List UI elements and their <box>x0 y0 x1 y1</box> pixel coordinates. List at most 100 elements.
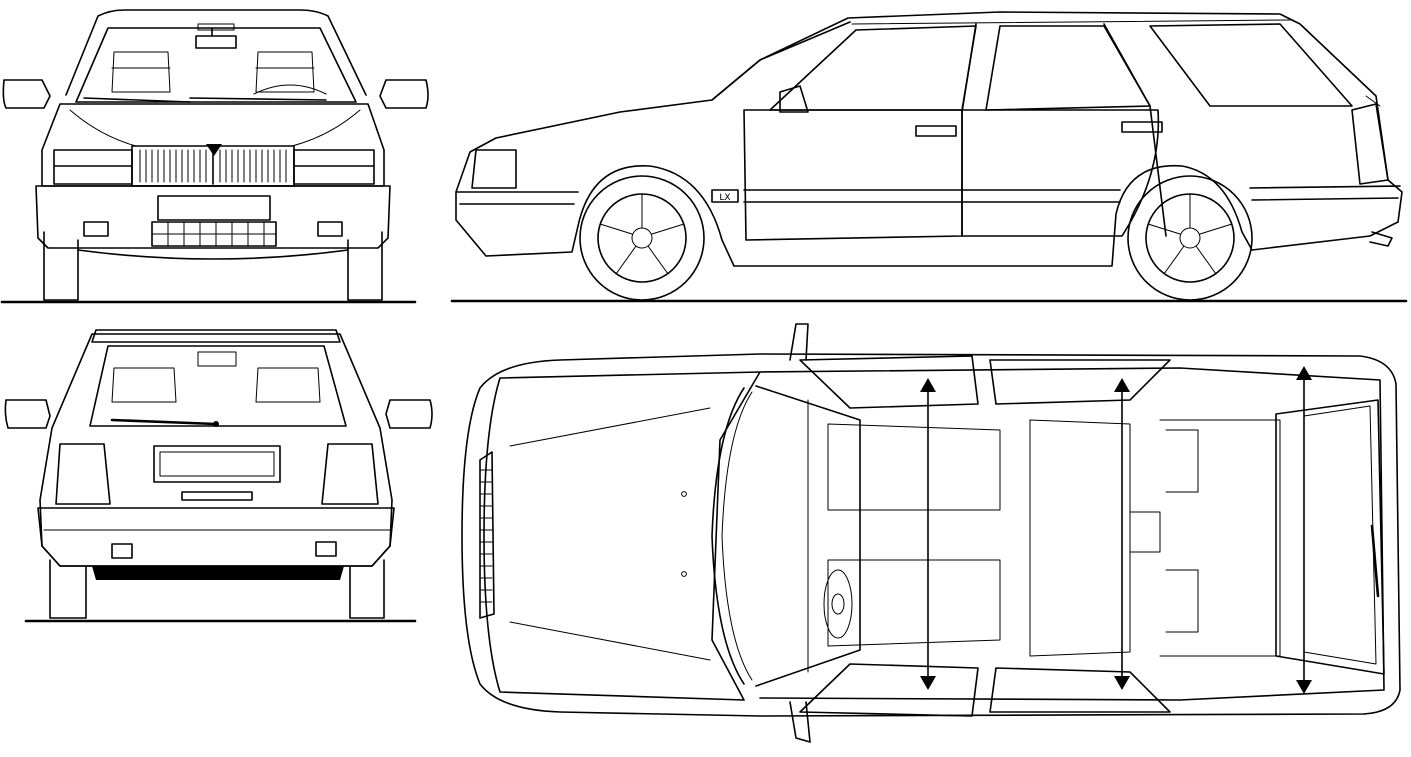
front-door-handle <box>915 125 957 137</box>
windscreen-line <box>711 21 851 101</box>
left-front-tire <box>43 231 79 301</box>
rear-underbody <box>92 566 344 580</box>
washer-jet-upper <box>681 491 687 497</box>
rear-window-top <box>1303 405 1377 665</box>
side-rubbing-strip <box>743 189 1121 203</box>
rear-view <box>4 329 433 623</box>
cargo-trim-lower <box>1165 569 1199 633</box>
front-door <box>743 109 963 241</box>
right-side-mirror <box>385 399 433 429</box>
right-side-mirror <box>379 79 429 109</box>
cowl-vent-inner <box>721 391 753 681</box>
c-pillar <box>1103 23 1167 237</box>
rear-plate-inner <box>159 451 275 477</box>
grille-teeth <box>479 469 493 603</box>
tailgate-top <box>1275 399 1385 675</box>
side-emblem-text: LX <box>719 193 730 203</box>
cowl-vent <box>711 387 745 685</box>
cargo-trim-upper <box>1165 429 1199 493</box>
rear-seat-belt-upper <box>1129 511 1161 553</box>
grille-shield-badge <box>206 144 222 156</box>
tailgate <box>1351 103 1389 185</box>
right-wiper <box>189 97 327 101</box>
washer-jet-lower <box>681 571 687 577</box>
left-rear-door-top <box>989 359 1171 405</box>
right-headrest <box>255 51 315 93</box>
front-wheel <box>579 175 705 301</box>
side-mirror <box>779 85 809 113</box>
cargo-width-dimension <box>1296 366 1312 694</box>
bonnet-crease-top <box>509 407 711 447</box>
left-mirror-top <box>789 323 809 361</box>
bonnet-crease-right <box>291 109 361 147</box>
front-seat-upper <box>827 423 1001 511</box>
tailgate-handle <box>181 491 253 501</box>
front-roof-outline <box>65 9 367 96</box>
right-tail-light <box>321 443 379 505</box>
rear-quarter-window <box>1149 23 1353 107</box>
exhaust-tip <box>111 543 133 559</box>
front-number-plate <box>157 195 271 221</box>
right-rear-tire <box>349 559 385 619</box>
front-headlamp-side <box>471 149 517 189</box>
mirror-mount <box>197 23 235 31</box>
front-side-strip <box>455 191 579 205</box>
steering-wheel <box>253 84 327 95</box>
bonnet-crease-left <box>69 109 137 147</box>
rear-wiper-pivot <box>213 421 219 427</box>
left-rear-tire <box>49 559 87 619</box>
left-side-mirror <box>2 79 51 109</box>
rear-wheel <box>1127 175 1253 301</box>
left-wiper <box>83 97 191 103</box>
front-track-dimension <box>920 378 936 690</box>
left-fog-lamp <box>83 221 109 237</box>
rear-bench <box>1029 419 1131 657</box>
right-front-door-top <box>799 663 979 717</box>
left-headrest <box>111 51 171 93</box>
roof-rail <box>851 19 1291 25</box>
rear-fog-lamp <box>315 541 337 557</box>
roof-spoiler <box>91 329 341 343</box>
front-grille-edge <box>479 451 495 619</box>
rear-wiper <box>110 418 218 426</box>
intake-slats <box>151 221 277 247</box>
side-emblem <box>711 189 739 203</box>
roof-outline <box>759 367 1385 701</box>
b-pillar <box>961 23 977 237</box>
right-mirror-top <box>789 701 811 743</box>
rear-wiper-top <box>1370 524 1380 598</box>
rear-bumper <box>37 507 395 567</box>
front-seat-lower <box>827 559 1001 647</box>
rear-door <box>961 109 1160 237</box>
side-view: LX <box>450 11 1408 303</box>
steering-wheel-top <box>823 569 853 639</box>
left-side-mirror <box>4 399 51 429</box>
right-fog-lamp <box>317 221 343 237</box>
side-body-outline <box>455 11 1403 267</box>
rear-window <box>89 345 347 427</box>
right-rear-headrest <box>255 367 321 403</box>
right-front-tire <box>347 231 383 301</box>
front-door-window <box>769 25 977 111</box>
left-tail-light <box>55 443 111 505</box>
rear-track-dimension <box>1114 378 1130 690</box>
top-body-outline <box>461 353 1401 717</box>
rear-door-handle <box>1121 121 1163 133</box>
cargo-area <box>1159 419 1281 657</box>
grille-slats <box>139 149 287 183</box>
rear-mirror-inside <box>197 351 237 367</box>
left-front-door-top <box>799 355 979 409</box>
bonnet-crease-bottom <box>509 621 711 661</box>
exhaust-pipe <box>1369 231 1393 247</box>
rear-door-window <box>985 25 1151 111</box>
windshield <box>75 27 357 103</box>
front-spoiler <box>77 249 349 260</box>
top-view <box>461 323 1401 743</box>
rear-view-mirror <box>195 27 237 49</box>
rear-wiper <box>1365 95 1381 107</box>
rear-number-plate <box>153 445 281 483</box>
right-rear-door-top <box>989 667 1171 713</box>
left-rear-headrest <box>111 367 177 403</box>
